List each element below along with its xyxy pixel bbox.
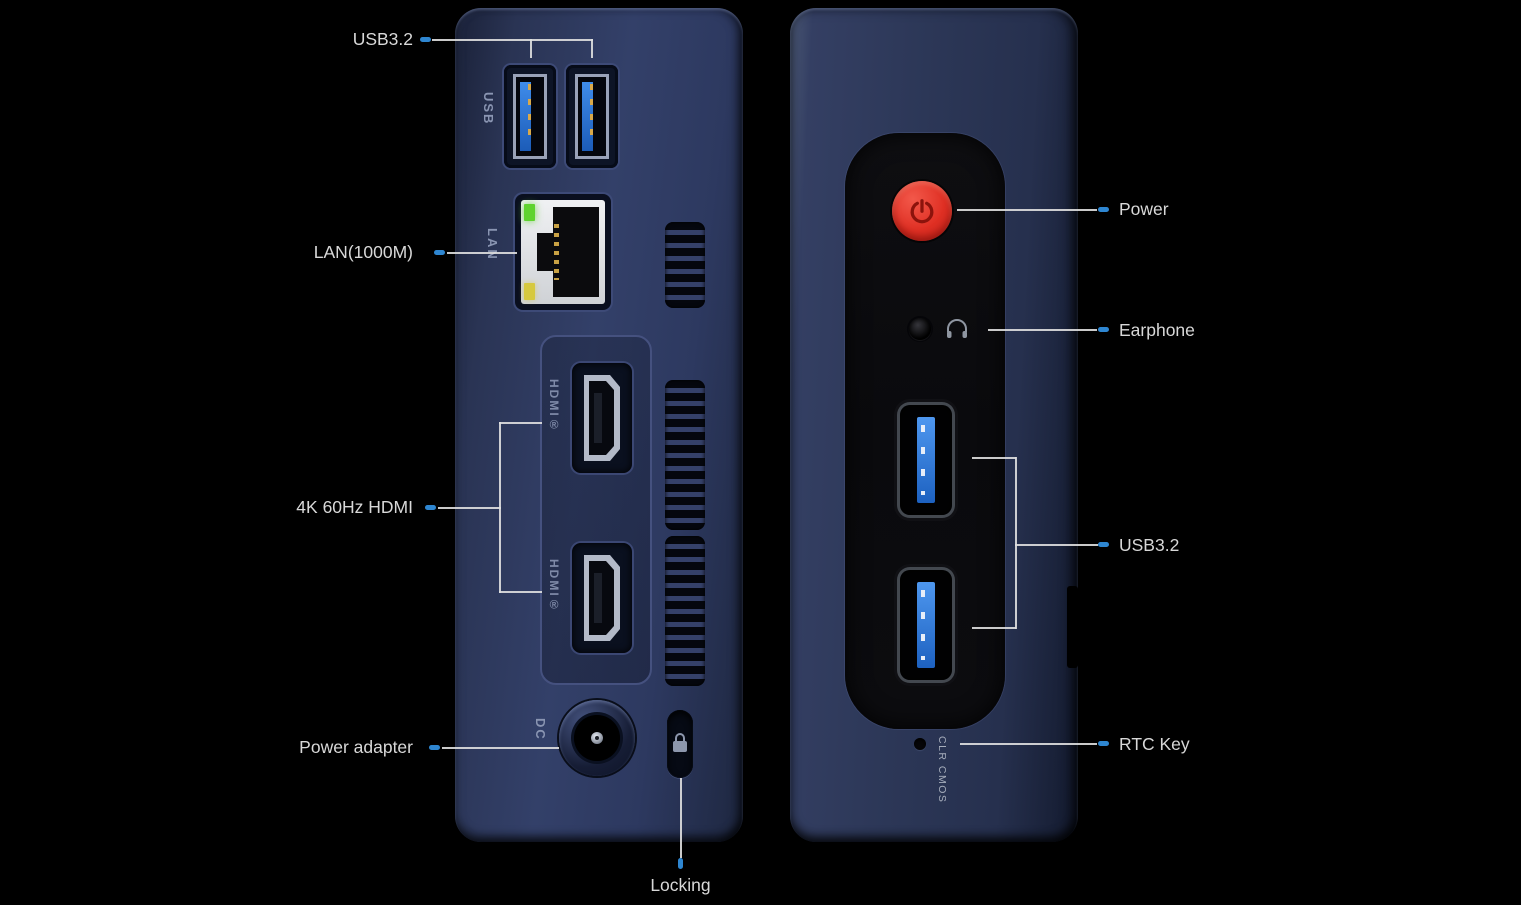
usb-contacts — [921, 425, 925, 495]
callout-label-power: Power — [1119, 199, 1169, 219]
callout-label-locking: Locking — [650, 875, 711, 895]
usb-shell — [513, 74, 547, 159]
lan-latch-notch — [537, 233, 555, 271]
dc-jack-hole — [574, 715, 620, 761]
mini-pc-rear-view: USB LAN HDMI® — [455, 8, 743, 842]
callout-line-earphone — [988, 329, 1097, 331]
lan-jack — [553, 207, 599, 297]
rear-usb-port-label: USB — [481, 92, 496, 126]
hdmi-port-1 — [572, 363, 632, 473]
lan-pins — [554, 224, 559, 280]
usb-tongue — [582, 82, 593, 151]
earphone-jack — [909, 318, 931, 340]
lock-body — [673, 741, 687, 752]
callout-line-hdmi-bottom-stub — [499, 591, 542, 593]
kensington-lock-slot — [667, 710, 693, 778]
power-icon — [910, 199, 934, 224]
usb-shell — [575, 74, 609, 159]
callout-dot-rtc-key — [1098, 741, 1109, 746]
callout-line-lan — [447, 252, 517, 254]
front-usb-port-1 — [900, 405, 952, 515]
dc-jack-label: DC — [533, 718, 548, 741]
vent-grille-bottom — [665, 536, 705, 686]
callout-label-hdmi: 4K 60Hz HDMI — [296, 497, 413, 517]
lan-led-yellow — [524, 283, 535, 300]
headphone-icon — [947, 319, 967, 338]
callout-line-usb32-right-bottom-stub — [972, 627, 1016, 629]
callout-line-usb32-right-top-stub — [972, 457, 1016, 459]
callout-line-hdmi-top-stub — [499, 422, 542, 424]
callout-line-usb32-left-drop2 — [591, 39, 593, 58]
callout-dot-hdmi — [425, 505, 436, 510]
front-glossy-face — [845, 133, 1005, 729]
hdmi-connector-icon — [584, 555, 620, 641]
callout-label-lan: LAN(1000M) — [313, 242, 413, 262]
callout-line-hdmi — [438, 507, 501, 509]
callout-label-usb32-left: USB3.2 — [352, 29, 413, 49]
callout-dot-usb32-right — [1098, 542, 1109, 547]
callout-label-power-adapter: Power adapter — [299, 737, 413, 757]
usb-contacts — [921, 590, 925, 660]
hdmi-port-label-2: HDMI® — [547, 559, 561, 614]
callout-dot-lan — [434, 250, 445, 255]
vent-grille-top — [665, 222, 705, 308]
dc-jack-pin — [591, 732, 603, 744]
usb-contacts — [590, 84, 593, 139]
callout-label-earphone: Earphone — [1119, 320, 1195, 340]
rear-usb-port-2 — [566, 65, 618, 168]
vent-grille-middle — [665, 380, 705, 530]
side-slot — [1067, 586, 1078, 668]
lan-led-green — [524, 204, 535, 221]
lan-port-label: LAN — [485, 228, 500, 261]
mini-pc-front-view: CLR CMOS — [790, 8, 1078, 842]
dc-power-jack — [559, 700, 635, 776]
power-button — [892, 181, 952, 241]
usb-tongue — [917, 582, 935, 668]
callout-label-rtc-key: RTC Key — [1119, 734, 1190, 754]
hdmi-port-label-1: HDMI® — [547, 379, 561, 434]
rear-usb-port-1 — [504, 65, 556, 168]
lock-shackle — [675, 733, 685, 743]
lan-port — [515, 194, 611, 310]
lock-icon — [673, 733, 687, 753]
lan-frame — [521, 200, 605, 304]
callout-dot-earphone — [1098, 327, 1109, 332]
callout-line-usb32-right-bracket — [1015, 457, 1017, 629]
front-usb-port-2 — [900, 570, 952, 680]
dc-pin-hole — [595, 736, 599, 740]
hdmi-port-2 — [572, 543, 632, 653]
callout-label-usb32-right: USB3.2 — [1119, 535, 1180, 555]
callout-line-usb32-right — [1015, 544, 1098, 546]
hdmi-connector-icon — [584, 375, 620, 461]
hdmi-port-group: HDMI® HDMI® — [540, 335, 652, 685]
usb-tongue — [917, 417, 935, 503]
callout-dot-locking — [678, 858, 683, 869]
cmos-reset-hole — [914, 738, 926, 750]
callout-dot-power-adapter — [429, 745, 440, 750]
callout-line-locking — [680, 778, 682, 858]
callout-line-hdmi-bracket — [499, 422, 501, 593]
callout-line-power — [957, 209, 1097, 211]
callout-line-power-adapter — [442, 747, 559, 749]
usb-tongue — [520, 82, 531, 151]
callout-dot-power — [1098, 207, 1109, 212]
callout-line-rtc-key — [960, 743, 1097, 745]
callout-dot-usb32-left — [420, 37, 431, 42]
cmos-label: CLR CMOS — [936, 736, 948, 804]
callout-line-usb32-left — [432, 39, 593, 41]
usb-contacts — [528, 84, 531, 139]
callout-line-usb32-left-drop1 — [530, 39, 532, 58]
